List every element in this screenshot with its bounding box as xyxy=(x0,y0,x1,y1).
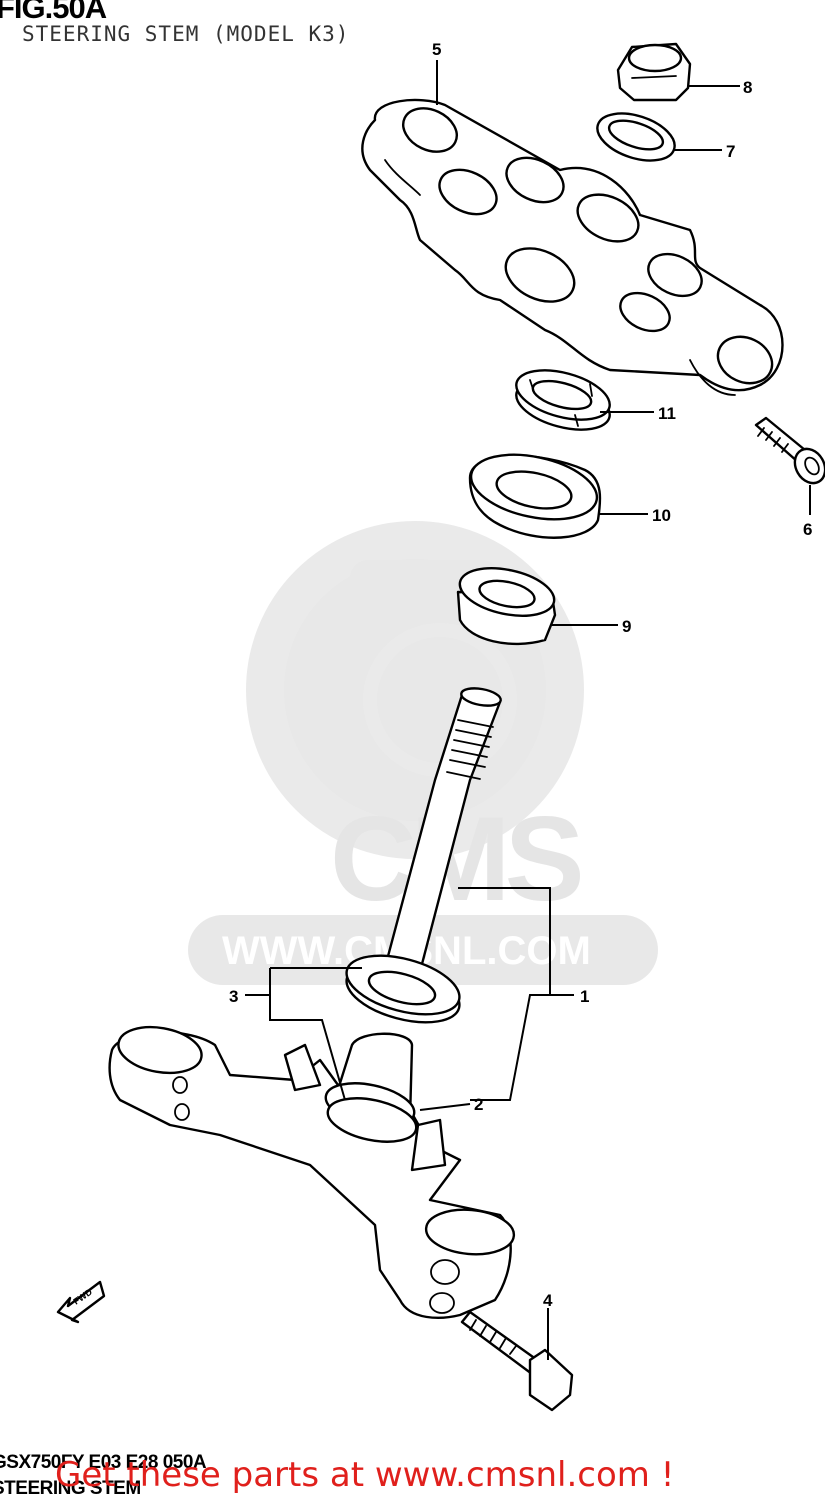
forward-arrow-icon: FWD xyxy=(56,1280,106,1324)
callout-2: 2 xyxy=(474,1095,483,1114)
upper-steering-bracket xyxy=(361,98,784,396)
leader-lines xyxy=(245,60,811,1360)
callout-5: 5 xyxy=(432,40,441,59)
dust-seal xyxy=(468,453,602,539)
figure-subtitle: STEERING STEM (MODEL K3) xyxy=(22,22,350,46)
callout-labels: 1 2 3 4 5 6 7 8 9 10 11 xyxy=(229,40,812,1310)
callout-9: 9 xyxy=(622,617,631,636)
callout-4: 4 xyxy=(543,1291,553,1310)
callout-7: 7 xyxy=(726,142,735,161)
steering-stem-nut xyxy=(515,369,611,431)
lower-bracket-bolt xyxy=(460,1310,574,1412)
callout-10: 10 xyxy=(652,506,671,525)
footer-section-name: STEERING STEM xyxy=(0,1478,141,1499)
upper-bearing xyxy=(456,567,557,646)
stem-dust-seal xyxy=(345,954,461,1024)
callout-6: 6 xyxy=(803,520,812,539)
cap-nut xyxy=(616,42,692,102)
callout-1: 1 xyxy=(580,987,589,1006)
callout-3: 3 xyxy=(229,987,238,1006)
callout-11: 11 xyxy=(658,404,676,423)
washer xyxy=(596,112,676,162)
callout-8: 8 xyxy=(743,78,752,97)
footer-model-code: GSX750FY E03 E28 050A xyxy=(0,1452,207,1473)
bracket-bolt xyxy=(754,416,825,485)
lower-bracket xyxy=(108,1025,516,1319)
parts-link[interactable]: Get these parts at www.cmsnl.com ! xyxy=(55,1455,675,1495)
figure-number: FIG.50A xyxy=(0,0,107,25)
